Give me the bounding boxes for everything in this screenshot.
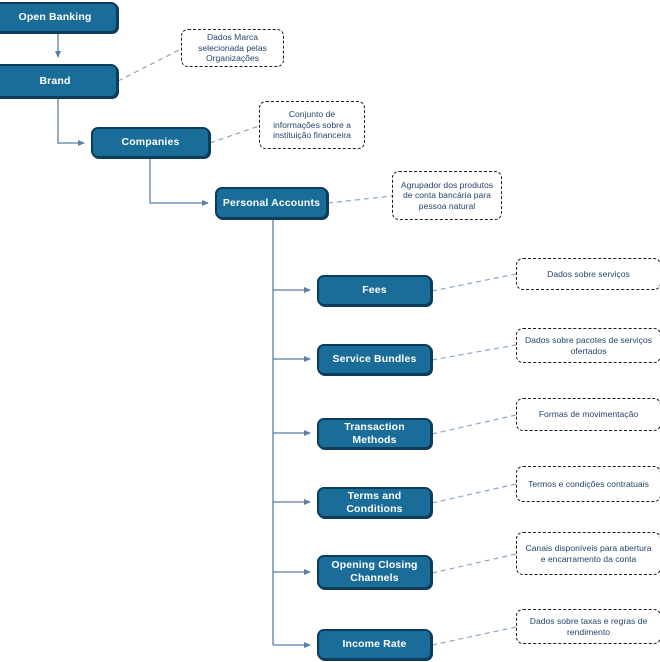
leader-income-rate-note [431, 626, 517, 646]
note-personal-accounts: Agrupador dos produtos de conta bancária… [392, 171, 502, 220]
note-transaction-methods-text: Formas de movimentação [538, 409, 639, 420]
leader-companies-note [209, 125, 260, 144]
edge-brand-to-companies [57, 98, 85, 146]
leader-fees-note [431, 273, 517, 292]
note-brand-text: Dados Marca selecionada pelas Organizaçõ… [198, 32, 267, 64]
node-companies[interactable]: Companies [91, 127, 210, 158]
note-income-rate-text: Dados sobre taxas e regras de rendimento [529, 616, 648, 637]
note-service-bundles-text: Dados sobre pacotes de serviços ofertado… [524, 335, 653, 356]
note-companies-text: Conjunto de informações sobre a institui… [273, 109, 351, 141]
note-personal-accounts-text: Agrupador dos produtos de conta bancária… [400, 179, 494, 211]
node-fees[interactable]: Fees [317, 275, 432, 306]
note-service-bundles: Dados sobre pacotes de serviços ofertado… [516, 328, 660, 363]
note-opening-closing-channels-text: Canais disponíveis para abertura e encar… [525, 543, 652, 564]
leader-terms-conditions-note [431, 483, 517, 504]
node-brand[interactable]: Brand [0, 64, 118, 98]
note-brand: Dados Marca selecionada pelas Organizaçõ… [181, 29, 284, 67]
note-companies: Conjunto de informações sobre a institui… [259, 101, 365, 149]
leader-opening-closing-note [431, 553, 517, 574]
leader-transaction-methods-note [431, 414, 517, 435]
node-income-rate[interactable]: Income Rate [317, 629, 432, 660]
node-service-bundles[interactable]: Service Bundles [317, 344, 432, 375]
note-terms-and-conditions-text: Termos e condições contratuais [528, 478, 649, 489]
node-transaction-methods[interactable]: Transaction Methods [317, 418, 432, 449]
node-terms-and-conditions[interactable]: Terms and Conditions [317, 487, 432, 518]
node-open-banking[interactable]: Open Banking [0, 2, 118, 33]
edge-companies-to-personal-accounts [149, 158, 209, 206]
leader-service-bundles-note [431, 344, 517, 361]
note-terms-and-conditions: Termos e condições contratuais [516, 466, 660, 502]
leader-brand-note [117, 48, 182, 82]
note-fees: Dados sobre serviços [516, 258, 660, 290]
note-fees-text: Dados sobre serviços [547, 268, 630, 279]
node-personal-accounts[interactable]: Personal Accounts [215, 187, 328, 219]
note-transaction-methods: Formas de movimentação [516, 398, 660, 431]
leader-personal-accounts-note [327, 195, 393, 204]
note-income-rate: Dados sobre taxas e regras de rendimento [516, 609, 660, 644]
note-opening-closing-channels: Canais disponíveis para abertura e encar… [516, 532, 660, 575]
node-opening-closing-channels[interactable]: Opening Closing Channels [317, 555, 432, 589]
